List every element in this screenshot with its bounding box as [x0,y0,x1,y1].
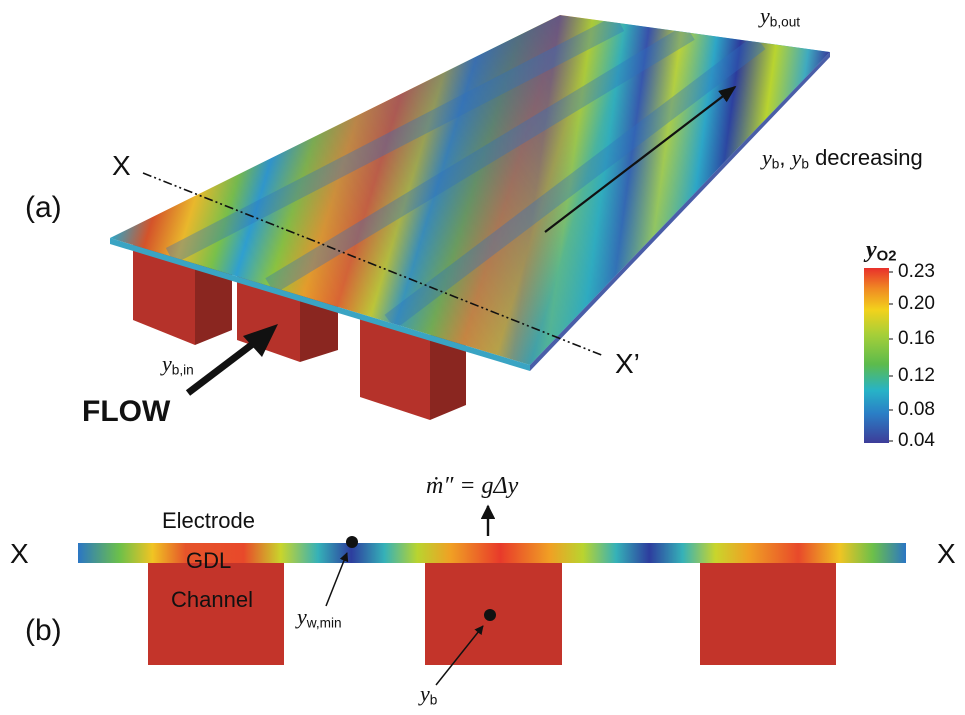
channel-label: Channel [171,587,253,612]
y-outlet-label: yb,out [760,3,801,30]
section-right-x: X [937,538,956,569]
colorbar-title: yO2 [866,237,897,265]
bulk-point [484,609,496,621]
flux-equation: ṁ″ = gΔy [426,473,519,499]
section-line [142,172,605,357]
electrode-label: Electrode [162,508,255,533]
bulk-pointer-arrow [435,625,484,686]
wall-pointer-arrow [325,552,349,607]
y-decreasing-label: yb, yb decreasing [762,145,923,172]
colorbar-ticks [889,271,893,442]
section-left-x: X [10,538,29,569]
panel-a-label: (a) [25,191,62,224]
flow-label: FLOW [82,395,171,428]
flow-direction-arrow [544,85,737,233]
colorbar-tick-label: 0.20 [898,293,935,314]
section-end-label: X’ [615,348,640,379]
panel-b-geometry [78,504,906,686]
colorbar-tick-label: 0.04 [898,430,935,451]
colorbar-tick-label: 0.23 [898,261,935,282]
panel-b-label: (b) [25,614,62,647]
plate-top-surface [110,15,830,371]
colorbar-tick-label: 0.08 [898,399,935,420]
channel-section [148,561,284,665]
flow-inlet-arrow [185,324,278,396]
gdl-label: GDL [186,548,232,573]
y-inlet-label: yb,in [162,351,194,378]
colorbar [864,268,893,443]
y-bulk-label: yb [420,681,438,708]
y-wall-label: yw,min [297,604,342,631]
colorbar-tick-label: 0.16 [898,328,935,349]
colorbar-scale [864,268,889,443]
wall-point [346,536,358,548]
electrode-section [78,543,906,563]
colorbar-tick-label: 0.12 [898,365,935,386]
section-start-label: X [112,150,131,181]
panel-a-geometry [110,15,830,420]
channel-section [700,561,836,665]
